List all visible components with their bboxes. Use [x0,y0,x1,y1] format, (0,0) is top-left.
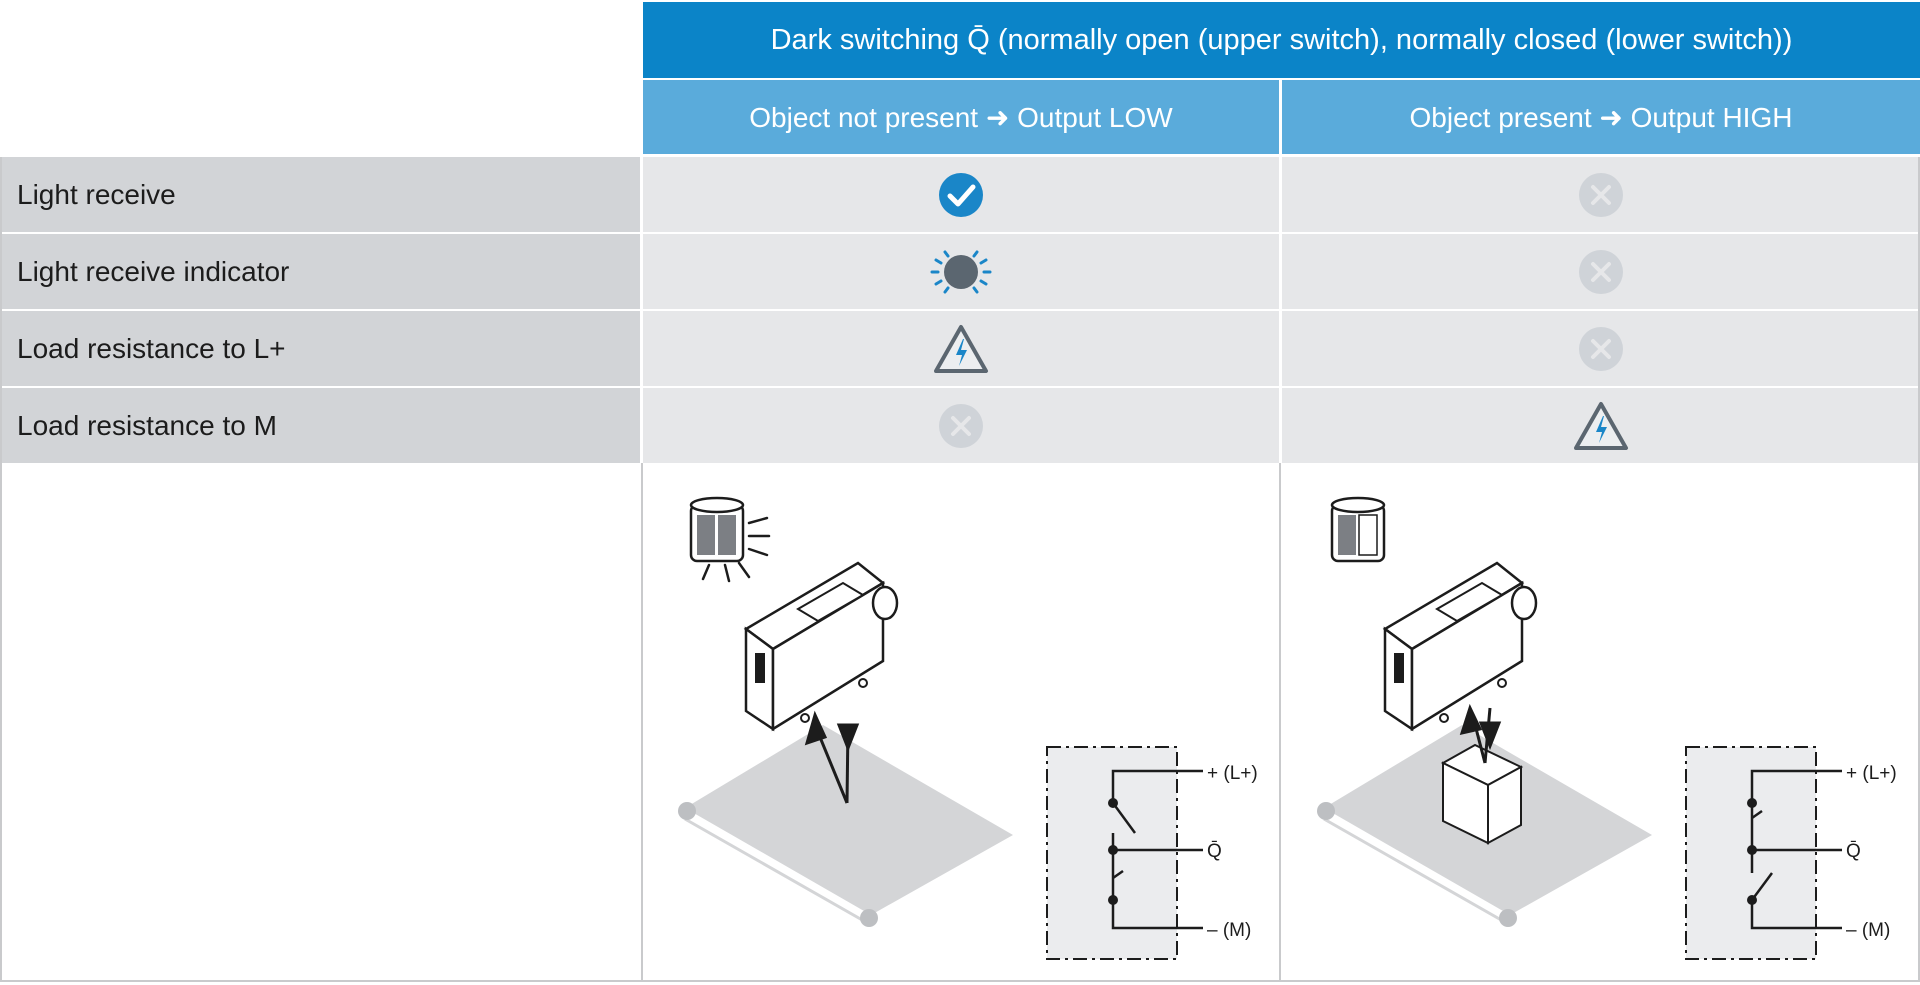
cell-load-lplus-not-present [643,311,1279,386]
indicator-off-illustration [1330,496,1386,563]
circuit-label-q: Q̄ [1846,841,1861,862]
row-label-light-receive-indicator: Light receive indicator [2,234,640,309]
divider [0,157,2,982]
x-circle-icon [939,403,983,448]
row-label-load-resistance-m: Load resistance to M [2,388,640,463]
divider [0,980,1920,982]
photoelectric-sensor [1382,561,1538,732]
light-beam [1459,703,1502,764]
cell-load-m-not-present [643,388,1279,463]
table-title: Dark switching Q̄ (normally open (upper … [643,2,1920,78]
x-circle-icon [1579,249,1623,294]
x-circle-icon [1579,172,1623,217]
cell-light-receive-not-present [643,157,1279,232]
check-icon [939,172,983,217]
indicator-light-icon [930,250,992,293]
cell-load-m-present [1282,388,1920,463]
illustration-object-present: + (L+) Q̄ – (M) [1282,463,1920,980]
cell-light-receive-present [1282,157,1920,232]
conveyor-belt [678,725,1013,927]
column-header-object-not-present: Object not present ➜ Output LOW [643,80,1279,154]
light-beam [804,710,860,804]
column-header-object-present: Object present ➜ Output HIGH [1282,80,1920,154]
indicator-on-illustration [689,496,771,583]
illustration-object-not-present: + (L+) Q̄ – (M) [643,463,1279,980]
divider [641,463,643,982]
detected-object-box [1440,743,1524,845]
warning-voltage-icon [1574,401,1628,450]
row-label-light-receive: Light receive [2,157,640,232]
divider [1279,463,1281,982]
cell-load-lplus-present [1282,311,1920,386]
cell-indicator-present [1282,234,1920,309]
x-circle-icon [1579,326,1623,371]
cell-indicator-not-present [643,234,1279,309]
circuit-label-q: Q̄ [1207,841,1222,862]
circuit-label-minus: – (M) [1207,920,1251,941]
warning-voltage-icon [934,324,988,373]
row-label-load-resistance-l-plus: Load resistance to L+ [2,311,640,386]
circuit-label-plus: + (L+) [1846,763,1897,784]
divider [1918,157,1920,982]
circuit-label-minus: – (M) [1846,920,1890,941]
photoelectric-sensor [743,561,899,732]
circuit-diagram: + (L+) Q̄ – (M) [1046,746,1258,960]
circuit-diagram: + (L+) Q̄ – (M) [1685,746,1897,960]
circuit-label-plus: + (L+) [1207,763,1258,784]
empty-label-cell [2,463,640,980]
